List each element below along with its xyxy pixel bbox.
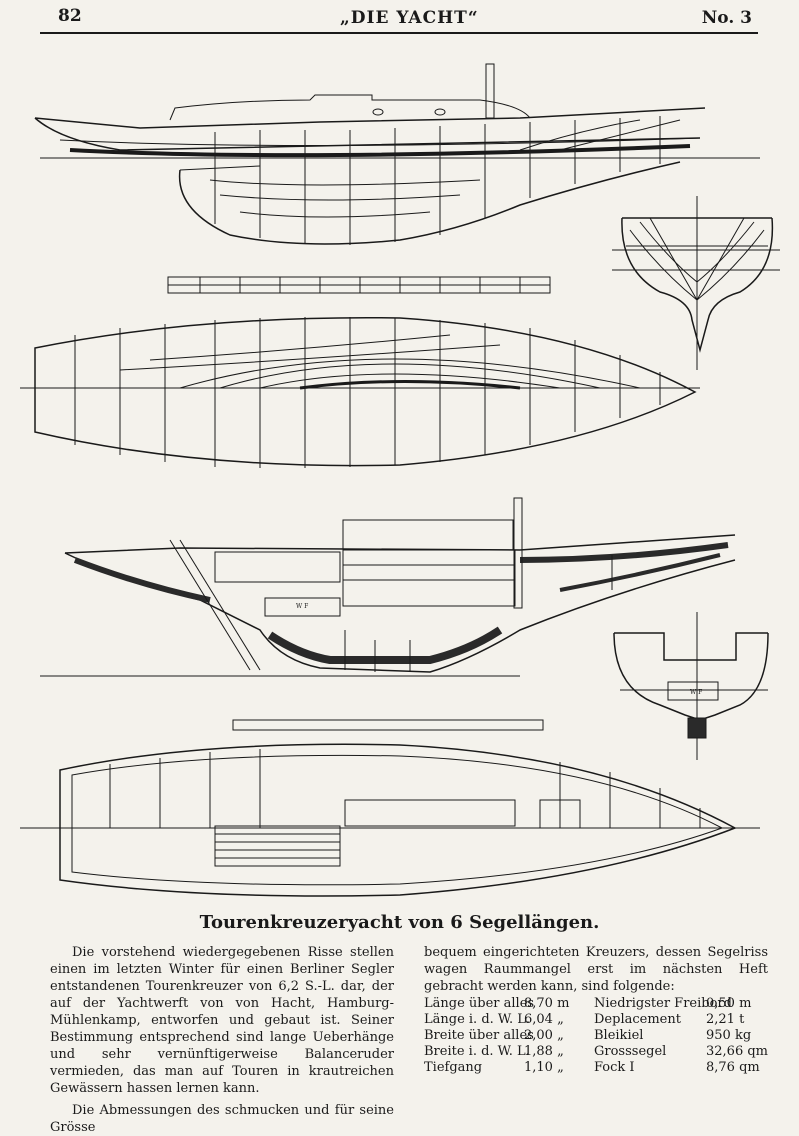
spec-label: Fock I xyxy=(594,1060,635,1075)
spec-row: Länge i. d. W. L. 6,04 „ Deplacement 2,2… xyxy=(424,1012,768,1028)
longitudinal-section xyxy=(40,497,736,677)
article-paragraph-1: Die vorstehend wiedergegebenen Risse ste… xyxy=(50,945,394,1096)
page: 82 „DIE YACHT“ No. 3 xyxy=(20,2,780,1135)
spec-row: Breite über alles 2,00 „ Bleikiel 950 kg xyxy=(424,1028,768,1044)
page-number: 82 xyxy=(58,6,82,26)
spec-label: Bleikiel xyxy=(594,1028,644,1043)
spec-value: 0,50 m xyxy=(706,996,752,1011)
body-plan-upper xyxy=(612,196,780,370)
spec-label: Länge über alles xyxy=(424,996,535,1011)
figure-caption: Tourenkreuzeryacht von 6 Segellängen. xyxy=(199,912,600,933)
article-column-left: Die vorstehend wiedergegebenen Risse ste… xyxy=(50,944,394,1136)
spec-value: 2,00 „ xyxy=(524,1028,564,1043)
article-column-right: bequem eingerichteten Kreuzers, dessen S… xyxy=(424,944,768,995)
page-header: 82 „DIE YACHT“ No. 3 xyxy=(40,2,760,30)
spec-value: 6,04 „ xyxy=(524,1012,564,1027)
journal-title: „DIE YACHT“ xyxy=(340,8,479,28)
issue-number: No. 3 xyxy=(701,8,752,28)
half-breadth-plan xyxy=(20,317,700,468)
spec-value: 32,66 qm xyxy=(706,1044,768,1059)
spec-value: 8,70 m xyxy=(524,996,570,1011)
body-plan-section xyxy=(613,612,769,760)
spec-value: 2,21 t xyxy=(706,1012,745,1027)
deck-plan xyxy=(20,719,760,897)
spec-row: Breite i. d. W. L. 1,88 „ Grosssegel 32,… xyxy=(424,1044,768,1060)
spec-label: Breite über alles xyxy=(424,1028,534,1043)
spec-label: Grosssegel xyxy=(594,1044,667,1059)
spec-value: 8,76 qm xyxy=(706,1060,760,1075)
spec-label: Deplacement xyxy=(594,1012,681,1027)
header-rule xyxy=(40,32,758,34)
spec-label: Länge i. d. W. L. xyxy=(424,1012,531,1027)
drawing-label-a: W F xyxy=(296,603,308,610)
spec-value: 950 kg xyxy=(706,1028,752,1043)
spec-value: 1,10 „ xyxy=(524,1060,564,1075)
sheer-plan xyxy=(34,63,760,245)
scale-bar xyxy=(167,276,551,294)
spec-value: 1,88 „ xyxy=(524,1044,564,1059)
spec-label: Niedrigster Freibord xyxy=(594,996,732,1011)
article-paragraph-2: Die Abmessungen des schmucken und für se… xyxy=(50,1103,394,1135)
spec-row: Tiefgang 1,10 „ Fock I 8,76 qm xyxy=(424,1060,768,1076)
spec-row: Länge über alles 8,70 m Niedrigster Frei… xyxy=(424,996,768,1012)
spec-label: Breite i. d. W. L. xyxy=(424,1044,530,1059)
article-paragraph-3: bequem eingerichteten Kreuzers, dessen S… xyxy=(424,945,768,994)
spec-table: Länge über alles 8,70 m Niedrigster Frei… xyxy=(424,996,768,1076)
yacht-plans-drawing: W F W F xyxy=(20,63,780,897)
drawing-label-b: W F xyxy=(690,689,702,696)
spec-label: Tiefgang xyxy=(424,1060,483,1075)
